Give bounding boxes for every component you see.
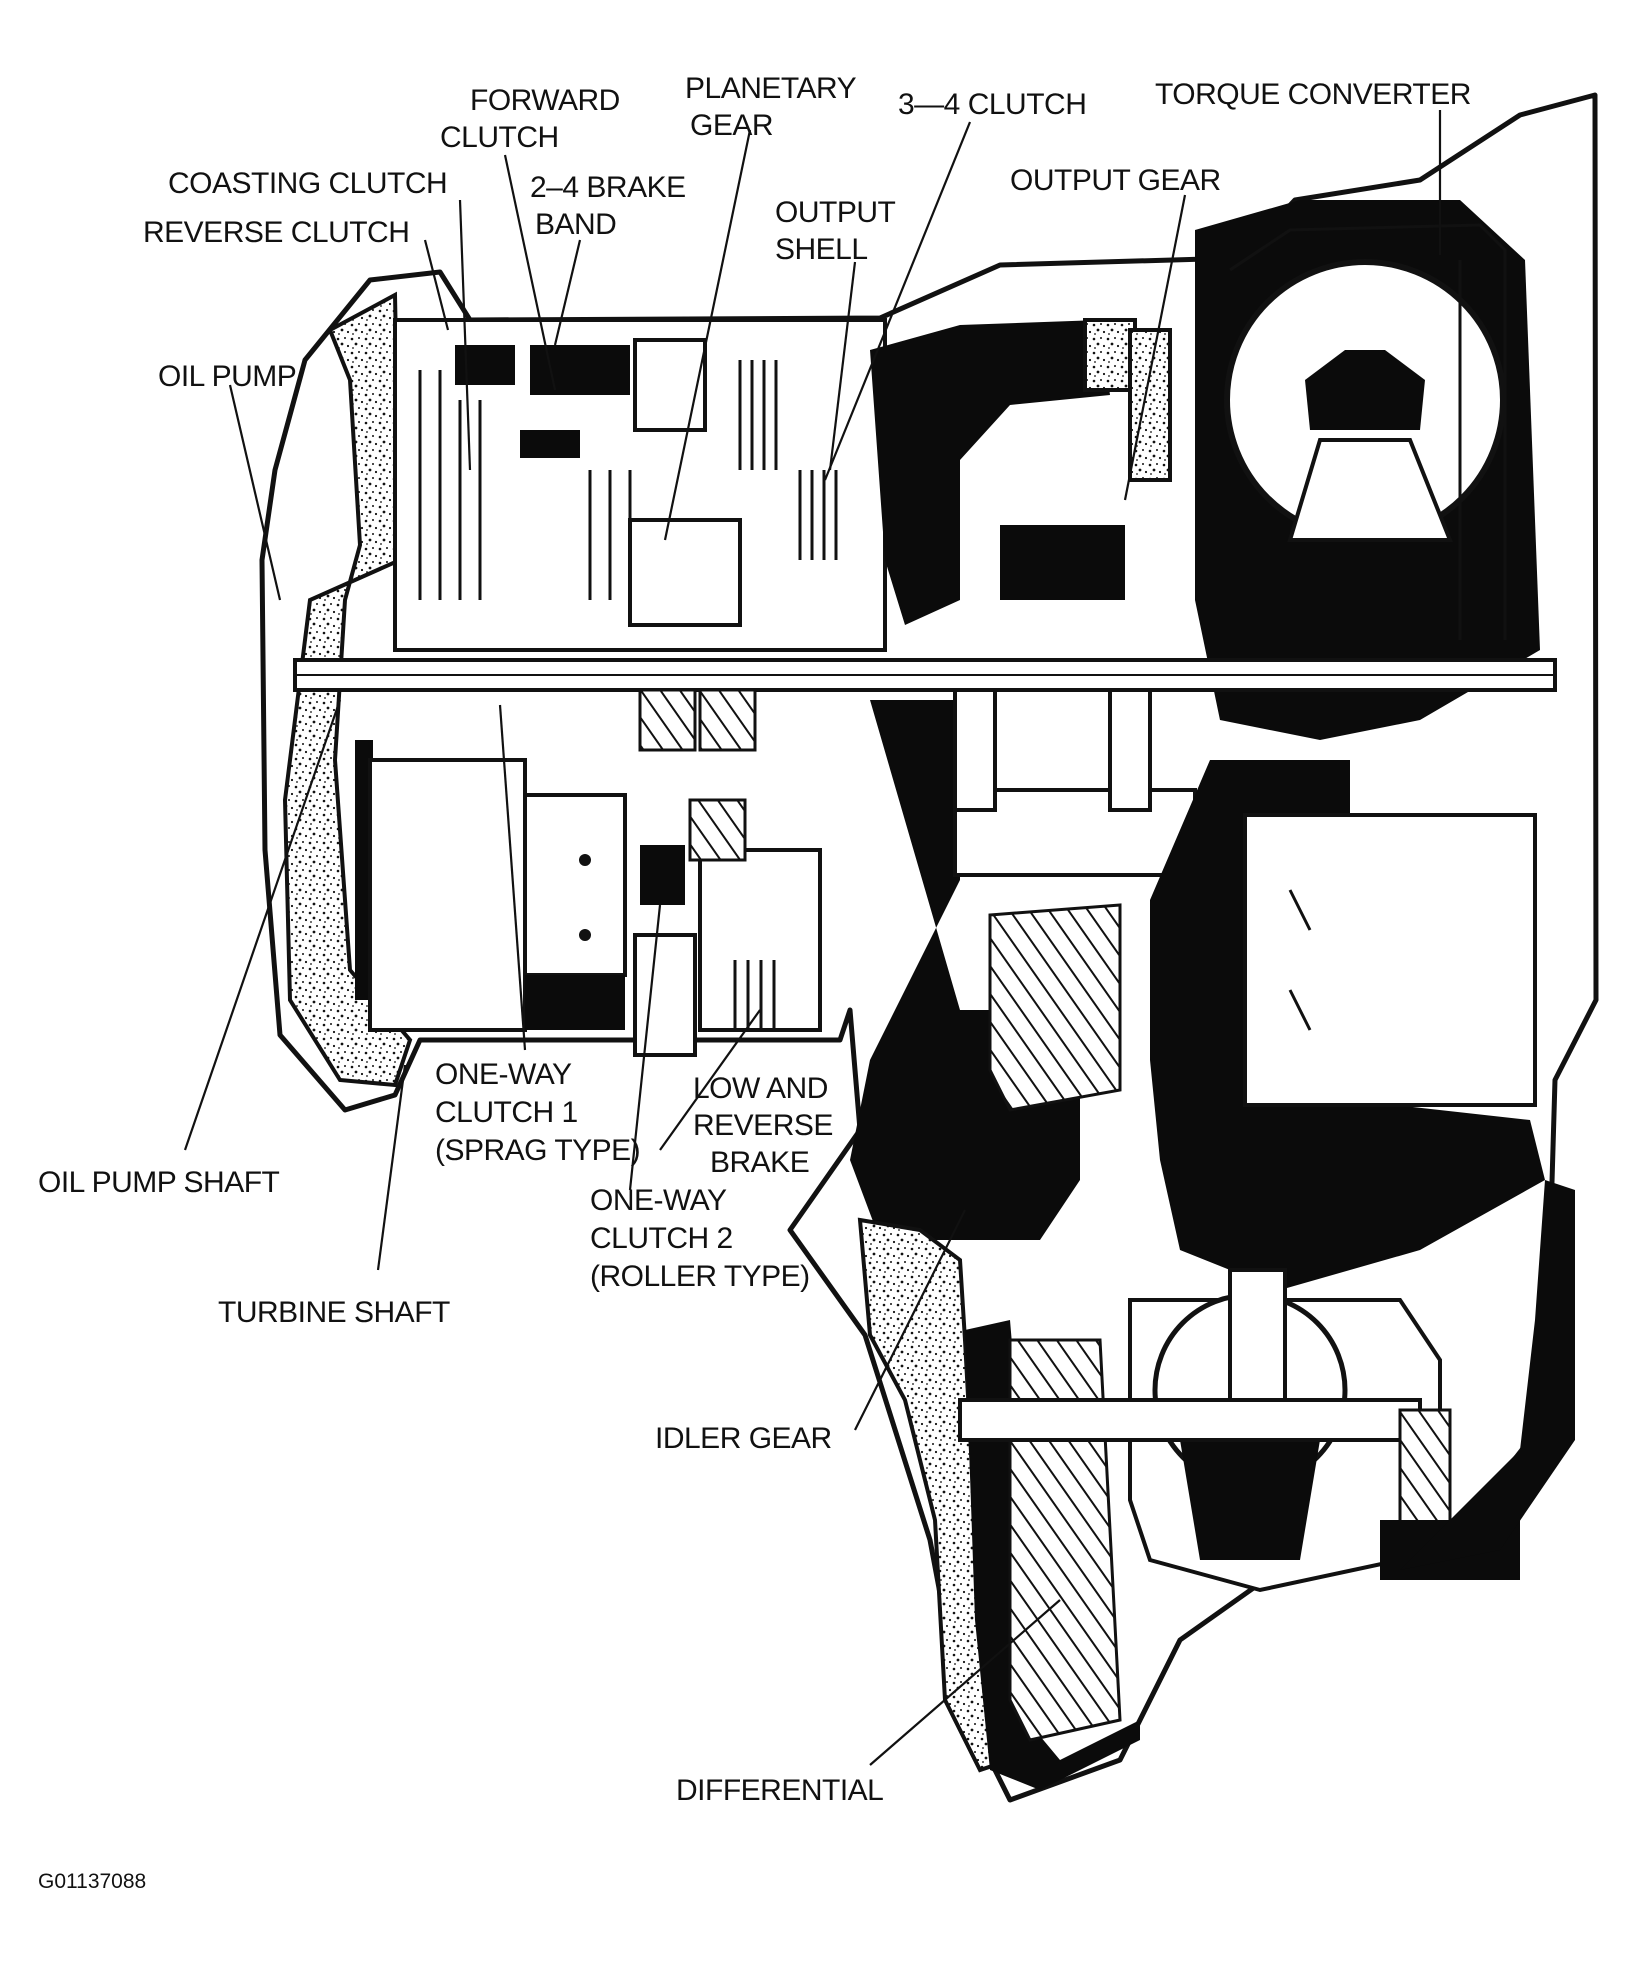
label-torque-converter: TORQUE CONVERTER: [1155, 78, 1471, 111]
leader-planetary-gear: [663, 129, 752, 541]
label-2-4-brake-band: 2–4 BRAKE BAND: [530, 171, 693, 241]
label-3-4-clutch: 3—4 CLUTCH: [898, 88, 1086, 121]
callout-labels: FORWARD CLUTCH PLANETARY GEAR 3—4 CLUTCH…: [38, 72, 1471, 1807]
leader-forward-clutch: [503, 154, 557, 391]
leader-turbine-shaft: [376, 1064, 407, 1271]
idler-bearing-left: [953, 688, 997, 812]
label-planetary-gear: PLANETARY GEAR: [685, 72, 863, 142]
leader-coasting-clutch: [458, 199, 472, 471]
label-oil-pump-shaft: OIL PUMP SHAFT: [38, 1166, 280, 1199]
label-reverse-clutch: REVERSE CLUTCH: [143, 216, 409, 249]
label-output-shell: OUTPUT SHELL: [775, 196, 903, 266]
solid-block-b: [520, 430, 580, 458]
sprag-clutch-body: [368, 758, 527, 1032]
leader-oil-pump: [228, 384, 282, 601]
label-forward-clutch: FORWARD CLUTCH: [440, 84, 628, 154]
leader-one-way-clutch-1: [498, 704, 527, 1051]
transfer-cavity: [870, 320, 1110, 625]
leader-output-gear: [1123, 194, 1187, 501]
pinion-cluster: [688, 798, 747, 862]
oil-pump-housing: [282, 291, 413, 1088]
leader-2-4-brake-band: [553, 239, 582, 346]
sprag-rivet-2: [579, 929, 591, 941]
torque-converter-stator: [1287, 438, 1453, 542]
leader-oil-pump-shaft: [183, 699, 342, 1151]
roller-clutch-body: [633, 933, 697, 1057]
leader-idler-gear: [854, 1209, 966, 1431]
output-gear-speckle-1: [1083, 318, 1137, 392]
helical-gear-pinion-2: [698, 688, 757, 752]
leader-one-way-clutch-2: [628, 904, 662, 1191]
label-one-way-clutch-2: ONE-WAY CLUTCH 2 (ROLLER TYPE): [590, 1184, 810, 1293]
label-output-gear: OUTPUT GEAR: [1010, 164, 1221, 197]
brake-band-block: [530, 345, 630, 395]
helical-gear-pinion-1: [638, 688, 697, 752]
output-gear-speckle-2: [1128, 328, 1172, 482]
differential-axle: [958, 1398, 1422, 1442]
label-coasting-clutch: COASTING CLUTCH: [168, 167, 447, 200]
low-reverse-plates: [733, 960, 776, 1030]
leader-differential: [869, 1599, 1061, 1766]
idler-gear-hatched: [988, 903, 1122, 1112]
solid-block-a: [455, 345, 515, 385]
clutch-plates-upper: [418, 360, 838, 600]
bell-housing-window: [1243, 813, 1537, 1107]
sprag-clutch-drum: [523, 793, 627, 977]
bearing-block: [1000, 525, 1125, 600]
label-low-and-reverse-brake: LOW AND REVERSE BRAKE: [693, 1072, 841, 1179]
label-turbine-shaft: TURBINE SHAFT: [218, 1296, 450, 1329]
leader-lines: [183, 110, 1442, 1766]
planetary-gear-body: [628, 518, 742, 627]
torque-converter-turbine: [1305, 350, 1425, 430]
idler-bearing-right: [1108, 688, 1152, 812]
cutaway-drawing: [259, 92, 1599, 1803]
label-differential: DIFFERENTIAL: [676, 1774, 883, 1807]
converter-cover-lines: [1229, 223, 1507, 640]
sprag-rivet-1: [579, 854, 591, 866]
planetary-drum: [633, 338, 707, 432]
leader-output-shell: [828, 261, 857, 471]
differential-side-gear: [1180, 1440, 1320, 1560]
label-idler-gear: IDLER GEAR: [655, 1422, 832, 1455]
leader-low-and-reverse-brake: [659, 1009, 761, 1151]
sprag-clutch-solid: [525, 975, 625, 1030]
leader-reverse-clutch: [423, 239, 450, 331]
bell-housing-slots: [1288, 889, 1312, 1031]
label-one-way-clutch-1: ONE-WAY CLUTCH 1 (SPRAG TYPE): [435, 1058, 640, 1167]
leader-3-4-clutch: [823, 121, 972, 481]
case-right-lower-wall: [1400, 1180, 1575, 1570]
label-oil-pump: OIL PUMP: [158, 360, 296, 393]
roller-clutch-solid: [640, 845, 685, 905]
figure-code: G01137088: [38, 1870, 146, 1893]
